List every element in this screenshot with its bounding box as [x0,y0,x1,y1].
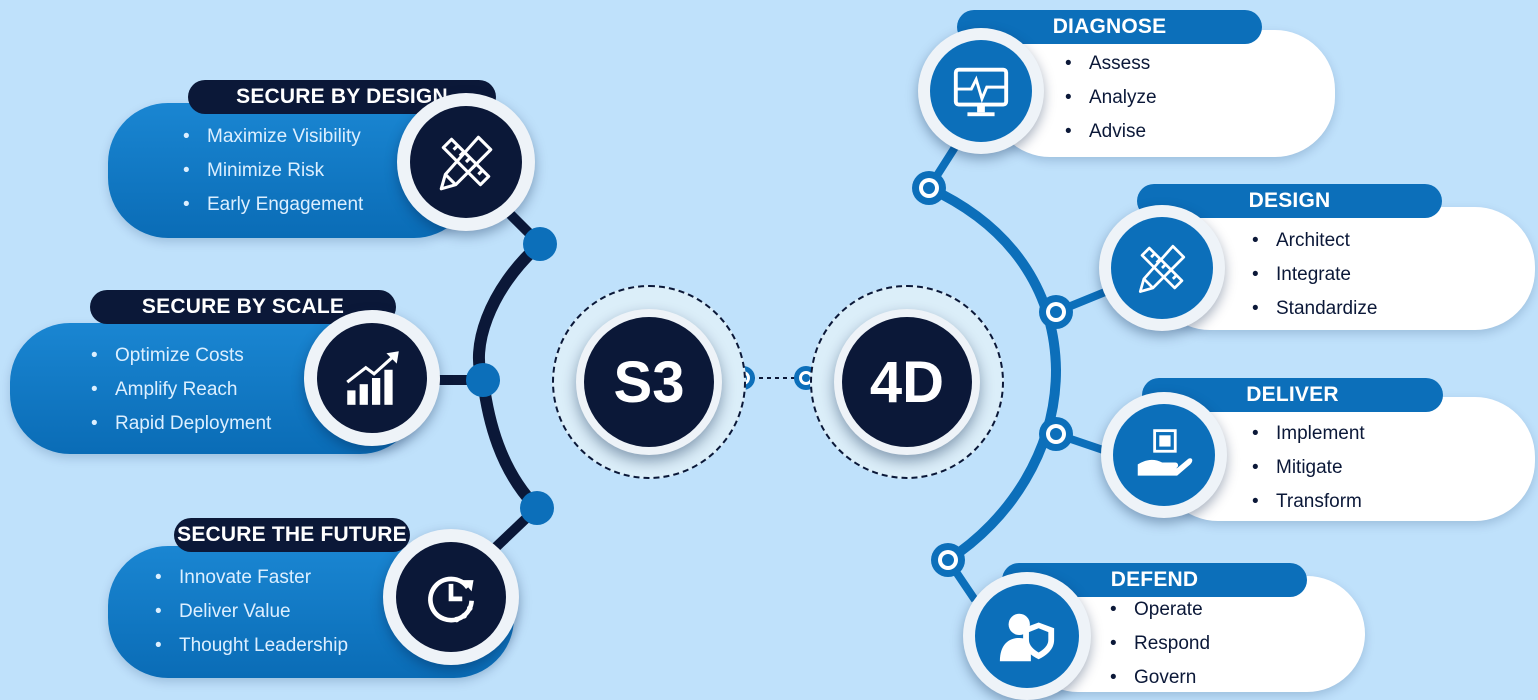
clock-refresh-icon [428,576,474,623]
bullet-item: Architect [1252,224,1377,258]
bullet-item: Analyze [1065,81,1157,115]
bullet-item: Operate [1110,593,1210,627]
bullet-item: Early Engagement [183,188,363,222]
bullet-item: Standardize [1252,292,1377,326]
bullet-item: Implement [1252,417,1365,451]
ruler-pencil-icon [439,135,493,191]
s3-node-dot [523,227,557,261]
4d-hub: 4D [810,285,1004,479]
s3-hub-label: S3 [584,317,714,447]
bullet-item: Amplify Reach [91,373,271,407]
4d-hub-label: 4D [842,317,972,447]
card-title: DESIGN [1137,184,1442,218]
bullet-item: Transform [1252,485,1365,519]
bullet-item: Thought Leadership [155,629,348,663]
bullet-item: Respond [1110,627,1210,661]
bullet-item: Integrate [1252,258,1377,292]
4d-node-dot [912,171,946,205]
card-title: SECURE THE FUTURE [174,518,410,552]
card-title: SECURE BY DESIGN [188,80,496,114]
bullet-item: Mitigate [1252,451,1365,485]
bullet-item: Rapid Deployment [91,407,271,441]
s3-node-dot [520,491,554,525]
bullet-item: Optimize Costs [91,339,271,373]
bullet-item: Advise [1065,115,1157,149]
s3-hub: S3 [552,285,746,479]
bullet-item: Deliver Value [155,595,348,629]
4d-node-dot [1039,417,1073,451]
bullet-item: Assess [1065,47,1157,81]
growth-chart-icon [346,351,399,405]
bullet-item: Innovate Faster [155,561,348,595]
bullet-item: Maximize Visibility [183,120,363,154]
monitor-heartbeat-icon [953,67,1009,117]
s3-node-dot [466,363,500,397]
user-shield-icon [999,613,1055,662]
4d-node-dot [1039,295,1073,329]
hand-box-icon [1137,429,1193,476]
ruler-pencil-icon [1138,244,1186,293]
bullet-item: Minimize Risk [183,154,363,188]
bullet-item: Govern [1110,661,1210,695]
4d-node-dot [931,543,965,577]
